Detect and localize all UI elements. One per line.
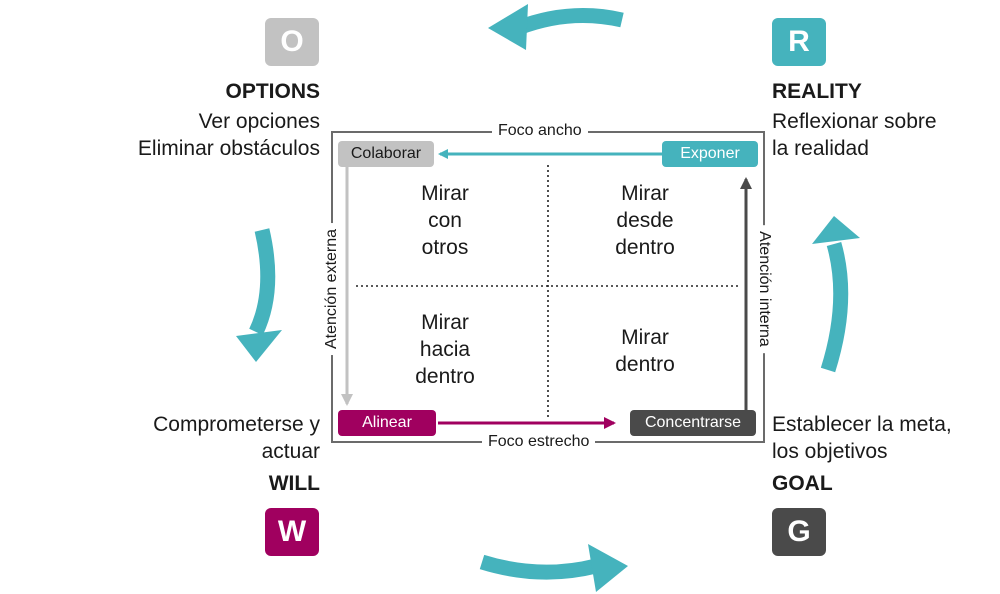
quadrant-top-left-line-1: Mirar: [421, 182, 469, 205]
quadrant-bottom-right-line-1: Mirar: [621, 326, 669, 349]
goal-description: Establecer la meta, los objetivos: [772, 411, 952, 465]
quadrant-top-right: Mirar desde dentro: [550, 180, 740, 261]
cycle-arrow-left: [236, 228, 282, 362]
quadrant-top-left: Mirar con otros: [350, 180, 540, 261]
reality-letter-box: R: [772, 18, 826, 66]
will-line-1: Comprometerse y: [153, 413, 320, 436]
cycle-arrow-bottom: [479, 544, 628, 592]
quadrant-bottom-right: Mirar dentro: [550, 324, 740, 378]
quadrant-bottom-left-line-1: Mirar: [421, 311, 469, 334]
axis-label-bottom: Foco estrecho: [482, 433, 596, 451]
quadrant-bottom-right-line-2: dentro: [615, 353, 675, 376]
quadrant-top-left-line-3: otros: [421, 236, 469, 259]
cycle-arrow-top: [488, 4, 624, 50]
quadrant-top-right-line-1: Mirar: [621, 182, 669, 205]
quadrant-top-right-line-2: desde: [616, 209, 674, 232]
quadrant-bottom-left-line-3: dentro: [415, 365, 475, 388]
goal-title: GOAL: [772, 472, 833, 495]
reality-description: Reflexionar sobre la realidad: [772, 108, 937, 162]
goal-letter-box: G: [772, 508, 826, 556]
will-letter: W: [277, 515, 307, 548]
options-description: Ver opciones Eliminar obstáculos: [138, 108, 320, 162]
goal-line-2: los objetivos: [772, 440, 888, 463]
colaborar-pill: Colaborar: [338, 141, 434, 167]
quadrant-bottom-left: Mirar hacia dentro: [350, 309, 540, 390]
concentrarse-pill: Concentrarse: [630, 410, 756, 436]
axis-label-top: Foco ancho: [492, 122, 588, 140]
goal-letter: G: [787, 515, 811, 548]
reality-title: REALITY: [772, 80, 862, 103]
options-line-2: Eliminar obstáculos: [137, 137, 320, 160]
options-letter-box: O: [265, 18, 319, 66]
quadrant-top-right-line-3: dentro: [615, 236, 675, 259]
will-letter-box: W: [265, 508, 319, 556]
options-title: OPTIONS: [225, 80, 320, 103]
alinear-pill: Alinear: [338, 410, 436, 436]
axis-label-left: Atención externa: [323, 222, 341, 356]
quadrant-top-left-line-2: con: [428, 209, 462, 232]
exponer-pill: Exponer: [662, 141, 758, 167]
reality-letter: R: [788, 25, 810, 58]
goal-line-1: Establecer la meta,: [772, 413, 952, 436]
options-letter: O: [280, 25, 304, 58]
will-description: Comprometerse y actuar: [153, 411, 320, 465]
cycle-arrow-right: [812, 216, 860, 373]
will-line-2: actuar: [261, 440, 320, 463]
reality-line-1: Reflexionar sobre: [772, 110, 937, 133]
quadrant-bottom-left-line-2: hacia: [419, 338, 471, 361]
reality-line-2: la realidad: [772, 137, 869, 160]
axis-label-right: Atención interna: [755, 225, 773, 353]
options-line-1: Ver opciones: [198, 110, 320, 133]
will-title: WILL: [268, 472, 320, 495]
